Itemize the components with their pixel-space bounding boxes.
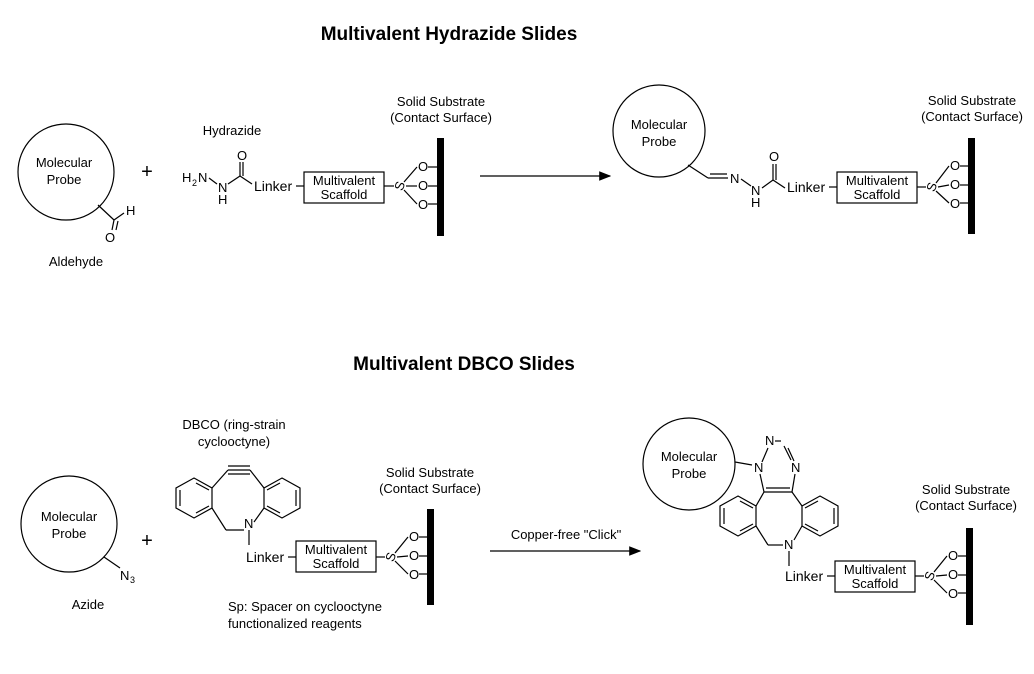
probe-product-label2: Probe [642,134,677,149]
spacer-note-line1: Sp: Spacer on cyclooctyne [228,599,382,614]
imine-n: N [730,171,739,186]
aldehyde-h: H [126,203,135,218]
substrate-label1-top-left: Solid Substrate [397,94,485,109]
product-amide-n: N [784,537,793,552]
scaffold-line2-top: Scaffold [321,187,368,202]
azide-label: Azide [72,597,105,612]
linker-label-product-bottom: Linker [785,568,823,584]
silicon-atom-product-top: S [923,180,940,194]
linker-label-product-top: Linker [787,179,825,195]
triazole-n1: N [754,460,763,475]
plus-sign-top: + [141,161,153,183]
o2-product-top: O [950,177,960,192]
nh-h: H [218,192,227,207]
hydrazide-reagent: Hydrazide H 2 N N H O Linker Multivalent… [182,94,492,236]
scaffold-box-top [303,171,385,204]
hydrazide-section-title: Multivalent Hydrazide Slides [321,24,578,45]
o2-dbco: O [409,548,419,563]
plus-sign-bottom: + [141,530,153,552]
azide-probe: Molecular Probe N 3 Azide [20,475,135,612]
linker-label-dbco: Linker [246,549,284,565]
probe-product-bottom-label2: Probe [672,466,707,481]
o2-top: O [418,178,428,193]
scaffold-product-bottom-line1: Multivalent [844,562,907,577]
scaffold-product-bottom-line2: Scaffold [852,576,899,591]
aldehyde-o: O [105,230,115,245]
dbco-left-benzene [175,477,213,519]
product-nh-n: N [751,183,760,198]
aldehyde-probe: Molecular Probe H O Aldehyde [17,123,135,269]
solid-substrate-bar-top-right [968,138,975,234]
h2n-n: N [198,170,207,185]
triazole-n3: N [791,460,800,475]
hydrazone-product: Molecular Probe N N H O Linker Multivale… [612,84,1023,234]
product-left-benzene [719,495,757,537]
azide-probe-label2: Probe [52,526,87,541]
copper-free-click-label: Copper-free "Click" [511,527,622,542]
azide-sub-3: 3 [130,575,135,585]
o3-product-bottom: O [948,586,958,601]
dbco-label-line1: DBCO (ring-strain [182,417,285,432]
probe-product-label1: Molecular [631,117,688,132]
carbonyl-o: O [237,148,247,163]
dbco-label-line2: cyclooctyne) [198,434,270,449]
scaffold-dbco-line1: Multivalent [305,542,368,557]
o1-top: O [418,159,428,174]
dbco-section-title: Multivalent DBCO Slides [353,354,575,375]
o3-top: O [418,197,428,212]
o3-product-top: O [950,196,960,211]
o1-product-top: O [950,158,960,173]
dbco-reagent: DBCO (ring-strain cyclooctyne) N Linker … [175,417,481,631]
molecular-probe-circle-azide [20,475,118,573]
dbco-n: N [244,516,253,531]
o2-product-bottom: O [948,567,958,582]
product-nh-h: H [751,195,760,210]
o1-dbco: O [409,529,419,544]
scaffold-product-top-line2: Scaffold [854,187,901,202]
azide-probe-label1: Molecular [41,509,98,524]
silicon-atom-dbco: S [382,550,399,564]
o1-product-bottom: O [948,548,958,563]
substrate-label2-top-left: (Contact Surface) [390,110,492,125]
spacer-note-line2: functionalized reagents [228,616,362,631]
solid-substrate-bar-bottom-left [427,509,434,605]
aldehyde-label: Aldehyde [49,254,103,269]
h2n-sub: 2 [192,178,197,188]
o3-dbco: O [409,567,419,582]
molecular-probe-circle [17,123,115,221]
nh-n: N [218,180,227,195]
molecular-probe-circle-product-top [612,84,706,178]
molecular-probe-circle-product-bottom [642,417,736,511]
hydrazide-label: Hydrazide [203,123,262,138]
probe-label-line1: Molecular [36,155,93,170]
h2n-h: H [182,170,191,185]
probe-product-bottom-label1: Molecular [661,449,718,464]
scaffold-dbco-line2: Scaffold [313,556,360,571]
silicon-atom-product-bottom: S [921,569,938,583]
product-right-benzene [801,495,839,537]
product-carbonyl-o: O [769,149,779,164]
solid-substrate-bar-top-left [437,138,444,236]
triazole-n2: N [765,433,774,448]
scaffold-line1-top: Multivalent [313,173,376,188]
substrate-label1-top-right: Solid Substrate [928,93,1016,108]
substrate-label1-bottom-left: Solid Substrate [386,465,474,480]
substrate-label2-bottom-right: (Contact Surface) [915,498,1017,513]
substrate-label1-bottom-right: Solid Substrate [922,482,1010,497]
linker-label-top: Linker [254,178,292,194]
substrate-label2-top-right: (Contact Surface) [921,109,1023,124]
dbco-right-benzene [263,477,301,519]
solid-substrate-bar-bottom-right [966,528,973,625]
azide-n: N [120,568,129,583]
probe-label-line2: Probe [47,172,82,187]
scaffold-product-top-line1: Multivalent [846,173,909,188]
substrate-label2-bottom-left: (Contact Surface) [379,481,481,496]
triazole-product: Molecular Probe N N N N Linker [642,417,1017,625]
